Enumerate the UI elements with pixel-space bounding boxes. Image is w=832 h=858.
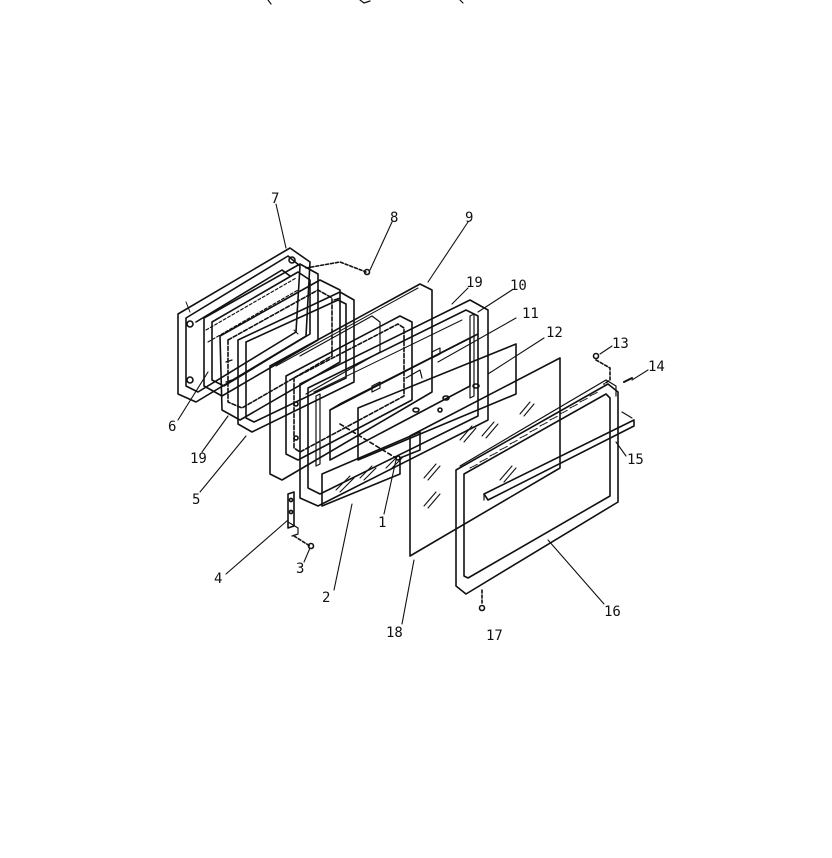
part-5-door-liner	[237, 291, 355, 433]
part-8-screw	[305, 261, 371, 276]
callout-17: 17	[486, 628, 503, 644]
callout-2: 2	[322, 590, 330, 606]
callout-12: 12	[546, 325, 563, 341]
callout-10: 10	[510, 278, 527, 294]
part-4-hinge	[287, 491, 299, 537]
part-11-baffle	[329, 333, 479, 461]
callout-18: 18	[386, 625, 403, 641]
part-9-inner-panel	[269, 283, 433, 481]
part-10-door-frame	[299, 299, 489, 507]
part-1-fastener	[339, 423, 401, 461]
part-15-door-handle	[483, 411, 635, 501]
part-3-screw	[293, 535, 315, 550]
part-19-gasket-front	[285, 315, 413, 461]
callout-16: 16	[604, 604, 621, 620]
callout-13: 13	[612, 336, 629, 352]
part-17-screw	[478, 589, 486, 612]
part-14-clip	[623, 377, 633, 383]
callout-14: 14	[648, 359, 665, 375]
callout-19-lower: 19	[190, 451, 207, 467]
callout-1: 1	[378, 515, 386, 531]
callout-3: 3	[296, 561, 304, 577]
part-12-glass-panel	[357, 343, 517, 461]
part-7-back-frame	[177, 247, 311, 403]
part-16-outer-door	[455, 379, 619, 595]
callout-4: 4	[214, 571, 222, 587]
part-19-gasket-rear	[219, 279, 341, 421]
callout-7: 7	[271, 191, 279, 207]
part-13-screw	[592, 352, 611, 385]
leader-lines	[177, 203, 649, 625]
callout-15: 15	[627, 452, 644, 468]
callout-5: 5	[192, 492, 200, 508]
callout-8: 8	[390, 210, 398, 226]
callout-labels: 7 8 9 19 10 11 12 13 14 15 16 17 18 1 2 …	[168, 191, 665, 644]
part-18-outer-glass	[409, 357, 561, 557]
callout-6: 6	[168, 419, 176, 435]
callout-9: 9	[465, 210, 473, 226]
callout-19-upper: 19	[466, 275, 483, 291]
top-crop-remnant	[267, 0, 464, 5]
callout-11: 11	[522, 306, 539, 322]
